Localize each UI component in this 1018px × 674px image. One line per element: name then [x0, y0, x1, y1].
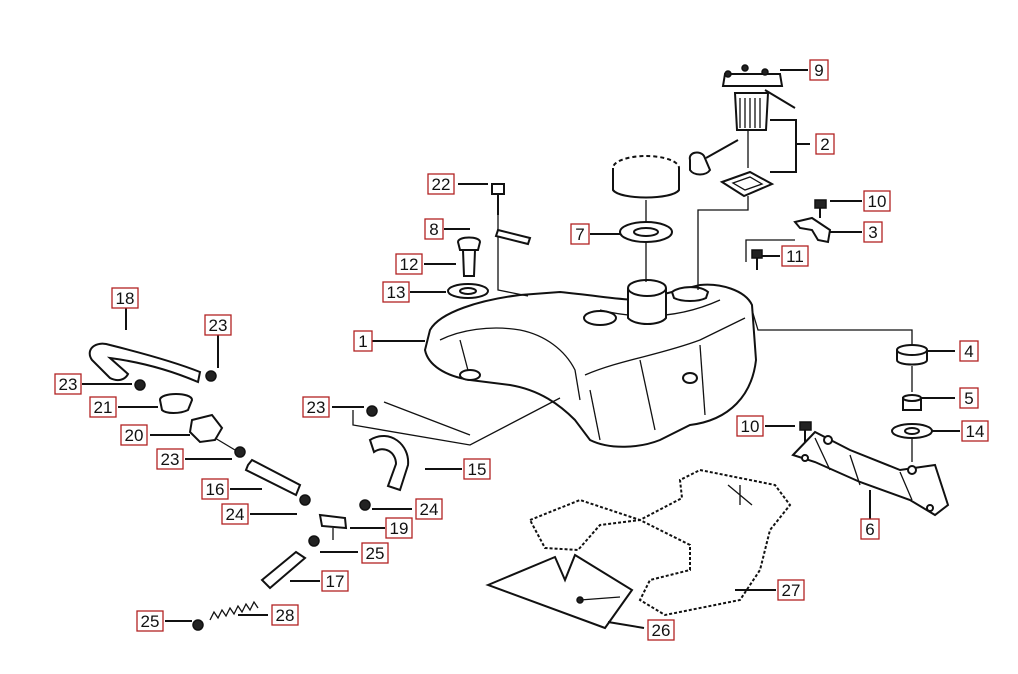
svg-text:23: 23 [59, 375, 78, 394]
callout-20: 20 [120, 424, 148, 446]
callout-7: 7 [570, 223, 590, 245]
callout-4: 4 [959, 340, 979, 362]
callout-12: 12 [395, 253, 423, 275]
callout-6: 6 [860, 518, 880, 540]
svg-text:9: 9 [814, 61, 823, 80]
callout-3: 3 [863, 221, 883, 243]
callout-14: 14 [961, 420, 989, 442]
svg-text:20: 20 [125, 426, 144, 445]
svg-text:6: 6 [865, 520, 874, 539]
svg-text:14: 14 [966, 422, 985, 441]
callout-13: 13 [382, 281, 410, 303]
callout-2: 2 [815, 133, 835, 155]
svg-text:4: 4 [964, 342, 973, 361]
svg-text:23: 23 [307, 398, 326, 417]
callout-15: 15 [463, 458, 491, 480]
callout-28: 28 [271, 604, 299, 626]
fuel-pump [688, 64, 796, 290]
callout-16: 16 [201, 478, 229, 500]
callout-23d: 23 [156, 448, 184, 470]
callout-23a: 23 [204, 314, 232, 336]
svg-text:23: 23 [209, 316, 228, 335]
svg-text:12: 12 [400, 255, 419, 274]
fuel-tank [423, 279, 758, 448]
callout-10a: 10 [863, 190, 891, 212]
svg-text:25: 25 [141, 612, 160, 631]
callout-10b: 10 [736, 415, 764, 437]
callout-17: 17 [321, 570, 349, 592]
callout-24b: 24 [415, 498, 443, 520]
callout-9: 9 [809, 59, 829, 81]
callout-23b: 23 [54, 373, 82, 395]
callout-27: 27 [777, 579, 805, 601]
fasteners [447, 183, 913, 345]
svg-text:16: 16 [206, 480, 225, 499]
svg-text:24: 24 [226, 505, 245, 524]
svg-text:3: 3 [868, 223, 877, 242]
callout-1: 1 [353, 330, 373, 352]
svg-text:10: 10 [741, 417, 760, 436]
heat-shields [485, 468, 792, 630]
svg-text:11: 11 [786, 247, 804, 266]
svg-text:26: 26 [652, 621, 671, 640]
callout-18: 18 [111, 287, 139, 309]
svg-text:25: 25 [366, 544, 385, 563]
svg-text:8: 8 [429, 220, 438, 239]
filler-cap [612, 155, 680, 282]
callout-labels: 1 2 3 4 5 6 7 8 9 10 10 11 12 13 14 15 1… [54, 59, 989, 641]
svg-text:24: 24 [420, 500, 439, 519]
callout-25b: 25 [136, 610, 164, 632]
svg-text:10: 10 [868, 192, 887, 211]
leader-lines [82, 69, 960, 629]
svg-text:21: 21 [94, 398, 113, 417]
callout-24a: 24 [221, 503, 249, 525]
svg-text:1: 1 [358, 332, 367, 351]
callout-19: 19 [385, 517, 413, 539]
svg-text:18: 18 [116, 289, 135, 308]
svg-text:5: 5 [964, 389, 973, 408]
callout-23c: 23 [302, 396, 330, 418]
svg-text:23: 23 [161, 450, 180, 469]
fuel-hoses [88, 342, 561, 631]
callout-8: 8 [424, 218, 444, 240]
callout-25a: 25 [361, 542, 389, 564]
svg-text:27: 27 [782, 581, 801, 600]
callout-11: 11 [781, 245, 809, 267]
svg-text:2: 2 [820, 135, 829, 154]
tank-mounts [791, 344, 950, 517]
svg-text:17: 17 [326, 572, 345, 591]
svg-text:28: 28 [276, 606, 295, 625]
svg-text:15: 15 [468, 460, 487, 479]
svg-text:13: 13 [387, 283, 406, 302]
svg-text:22: 22 [432, 175, 451, 194]
callout-26: 26 [647, 619, 675, 641]
callout-22: 22 [427, 173, 455, 195]
svg-text:19: 19 [390, 519, 409, 538]
callout-5: 5 [959, 387, 979, 409]
callout-21: 21 [89, 396, 117, 418]
svg-text:7: 7 [575, 225, 584, 244]
